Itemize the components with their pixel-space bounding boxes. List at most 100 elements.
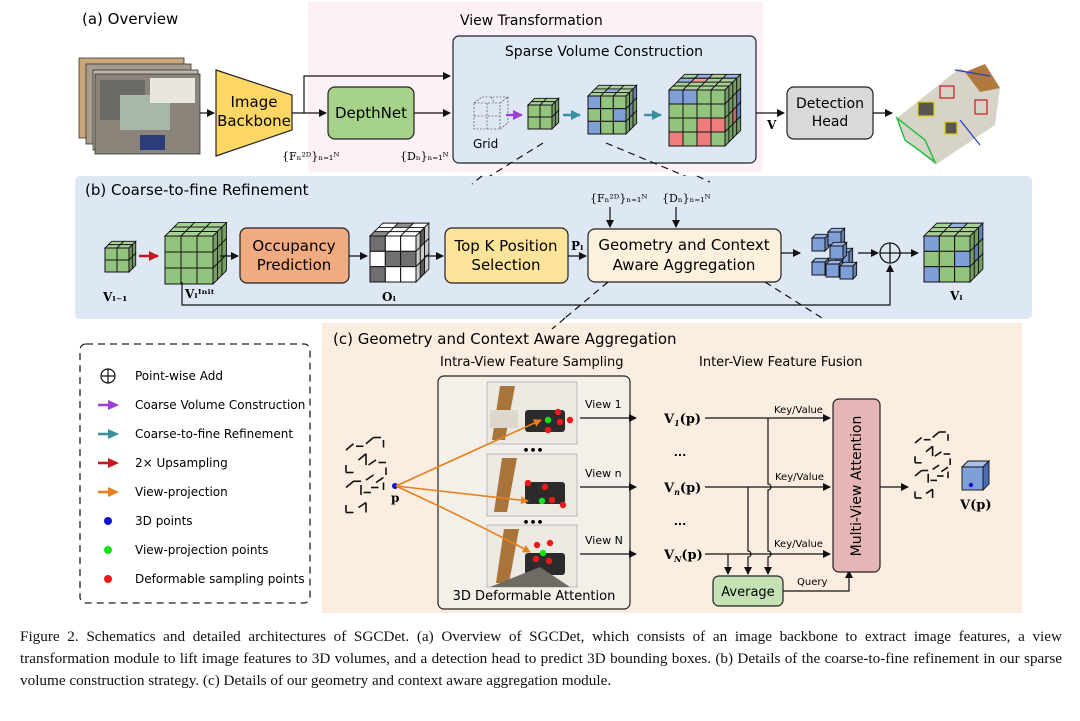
depthnet-label: DepthNet [335, 104, 407, 122]
legend-label: View-projection [135, 485, 228, 499]
sparse-voxel [810, 233, 830, 253]
legend-item: Coarse-to-fine Refinement [98, 427, 293, 441]
deformable-sampling-point [545, 557, 553, 565]
deformable-sampling-point [533, 541, 541, 549]
view-projection-arrow [395, 485, 531, 553]
deformable-sampling-point [548, 496, 556, 504]
v-prev-label: Vₗ₋₁ [102, 290, 127, 304]
deformable-sampling-point [566, 416, 574, 424]
point-wise-add-icon [879, 242, 901, 264]
legend-box [79, 343, 311, 604]
view-feature-label: Vn(p) [663, 481, 701, 497]
sparse-voxel [826, 227, 846, 247]
grid-label: Grid [473, 137, 498, 151]
legend-label: 2× Upsampling [135, 456, 228, 470]
legend-item: 3D points [104, 514, 193, 528]
view-projection-arrow [395, 485, 529, 505]
detection-head-label-2: Head [812, 114, 849, 130]
view-feature-label: VN(p) [663, 548, 703, 564]
panel-b-title: (b) Coarse-to-fine Refinement [85, 181, 309, 199]
view-label: View 1 [585, 398, 622, 411]
legend-label: 3D points [135, 514, 193, 528]
arrow-icon [98, 400, 119, 410]
d-label: {Dₙ}ₙ₌₁ᴺ [400, 150, 449, 163]
deformable-sampling-point [532, 555, 540, 563]
deformable-sampling-point [554, 408, 562, 416]
p-label: Pₗ [571, 239, 584, 253]
voxel-cube-v-init [163, 221, 228, 286]
key-value-label-2: Key/Value [775, 472, 824, 483]
legend-label: View-projection points [135, 543, 268, 557]
panel-c-title: (c) Geometry and Context Aware Aggregati… [333, 330, 677, 348]
topk-label-2: Selection [471, 256, 540, 274]
view-image [486, 524, 578, 588]
legend-item: Point-wise Add [100, 368, 223, 384]
gcaa-label-1: Geometry and Context [598, 236, 769, 254]
feature-ellipsis: ... [674, 446, 687, 459]
view-projection-point [538, 497, 546, 505]
dot-icon [104, 546, 112, 554]
grid-icon [473, 96, 509, 130]
query-label: Query [797, 577, 827, 588]
deformable-sampling-point [546, 539, 554, 547]
output-point-cluster [914, 431, 952, 499]
mva-label: Multi-View Attention [849, 416, 865, 557]
v-out-label: Vₗ [949, 289, 963, 303]
voxel-cube-v-prev [103, 240, 137, 274]
sparse-point-cluster [345, 436, 387, 514]
f2d-label: {Fₙ²ᴰ}ₙ₌₁ᴺ [282, 150, 339, 163]
view-label: View n [585, 467, 622, 480]
view-projection-point [539, 549, 547, 557]
v-label: V [766, 118, 777, 132]
vp-label: V(p) [959, 498, 991, 513]
view-transformation-title: View Transformation [460, 13, 603, 29]
voxel-cube-2x2 [526, 97, 560, 131]
legend-item: 2× Upsampling [98, 456, 228, 470]
backbone-to-sparse-arrow [292, 72, 451, 114]
gcaa-label-2: Aware Aggregation [613, 256, 756, 274]
image-backbone-label-2: Backbone [217, 112, 291, 130]
voxel-cube-v-out [922, 222, 984, 284]
topk-label-1: Top K Position [453, 237, 557, 255]
detection-output-scene [895, 64, 1000, 165]
view-label: View N [585, 534, 623, 547]
deformable-sampling-point [541, 483, 549, 491]
dot-icon [104, 575, 112, 583]
arrow-icon [98, 429, 119, 439]
intra-view-title: Intra-View Feature Sampling [440, 355, 624, 370]
image-backbone-label-1: Image [231, 93, 278, 111]
view-image [486, 453, 578, 517]
legend-item: View-projection [98, 485, 228, 499]
figure-caption: Figure 2. Schematics and detailed archit… [20, 628, 1062, 689]
inter-view-title: Inter-View Feature Fusion [699, 355, 862, 370]
view-projection-arrow [395, 419, 542, 487]
key-value-label-1: Key/Value [774, 405, 823, 416]
occupancy-label-1: Occupancy [252, 237, 335, 255]
multi-view-attention-block [832, 398, 881, 573]
average-label: Average [721, 585, 774, 600]
o-label: Oₗ [382, 290, 396, 304]
dot-icon [104, 517, 112, 525]
sparse-voxel [838, 261, 858, 281]
arrow-icon [98, 458, 119, 468]
gcaa-block [587, 228, 782, 283]
voxel-cube-4x4 [667, 73, 742, 148]
panel-c-region [322, 323, 1022, 613]
image-backbone-block [215, 69, 293, 157]
detection-head-label-1: Detection [796, 96, 864, 112]
deformable-sampling-point [524, 479, 532, 487]
zoom-guide-line [605, 142, 698, 182]
deformable-sampling-point [559, 501, 567, 509]
legend-item: View-projection points [104, 543, 268, 557]
gcaa-d-label: {Dₙ}ₙ₌₁ᴺ [662, 192, 711, 205]
sparse-volume-construction-title: Sparse Volume Construction [505, 44, 703, 60]
sparse-feature-cubes [810, 227, 858, 281]
legend-label: Deformable sampling points [135, 572, 305, 586]
gcaa-f2d-label: {Fₙ²ᴰ}ₙ₌₁ᴺ [590, 192, 647, 205]
v-init-label: Vₗᴵⁿⁱᵗ [184, 287, 215, 301]
feature-ellipsis: ... [674, 515, 687, 528]
point-wise-add-icon [100, 368, 116, 384]
output-voxel [960, 459, 991, 492]
key-value-label-3: Key/Value [774, 539, 823, 550]
deformable-sampling-point [556, 418, 564, 426]
